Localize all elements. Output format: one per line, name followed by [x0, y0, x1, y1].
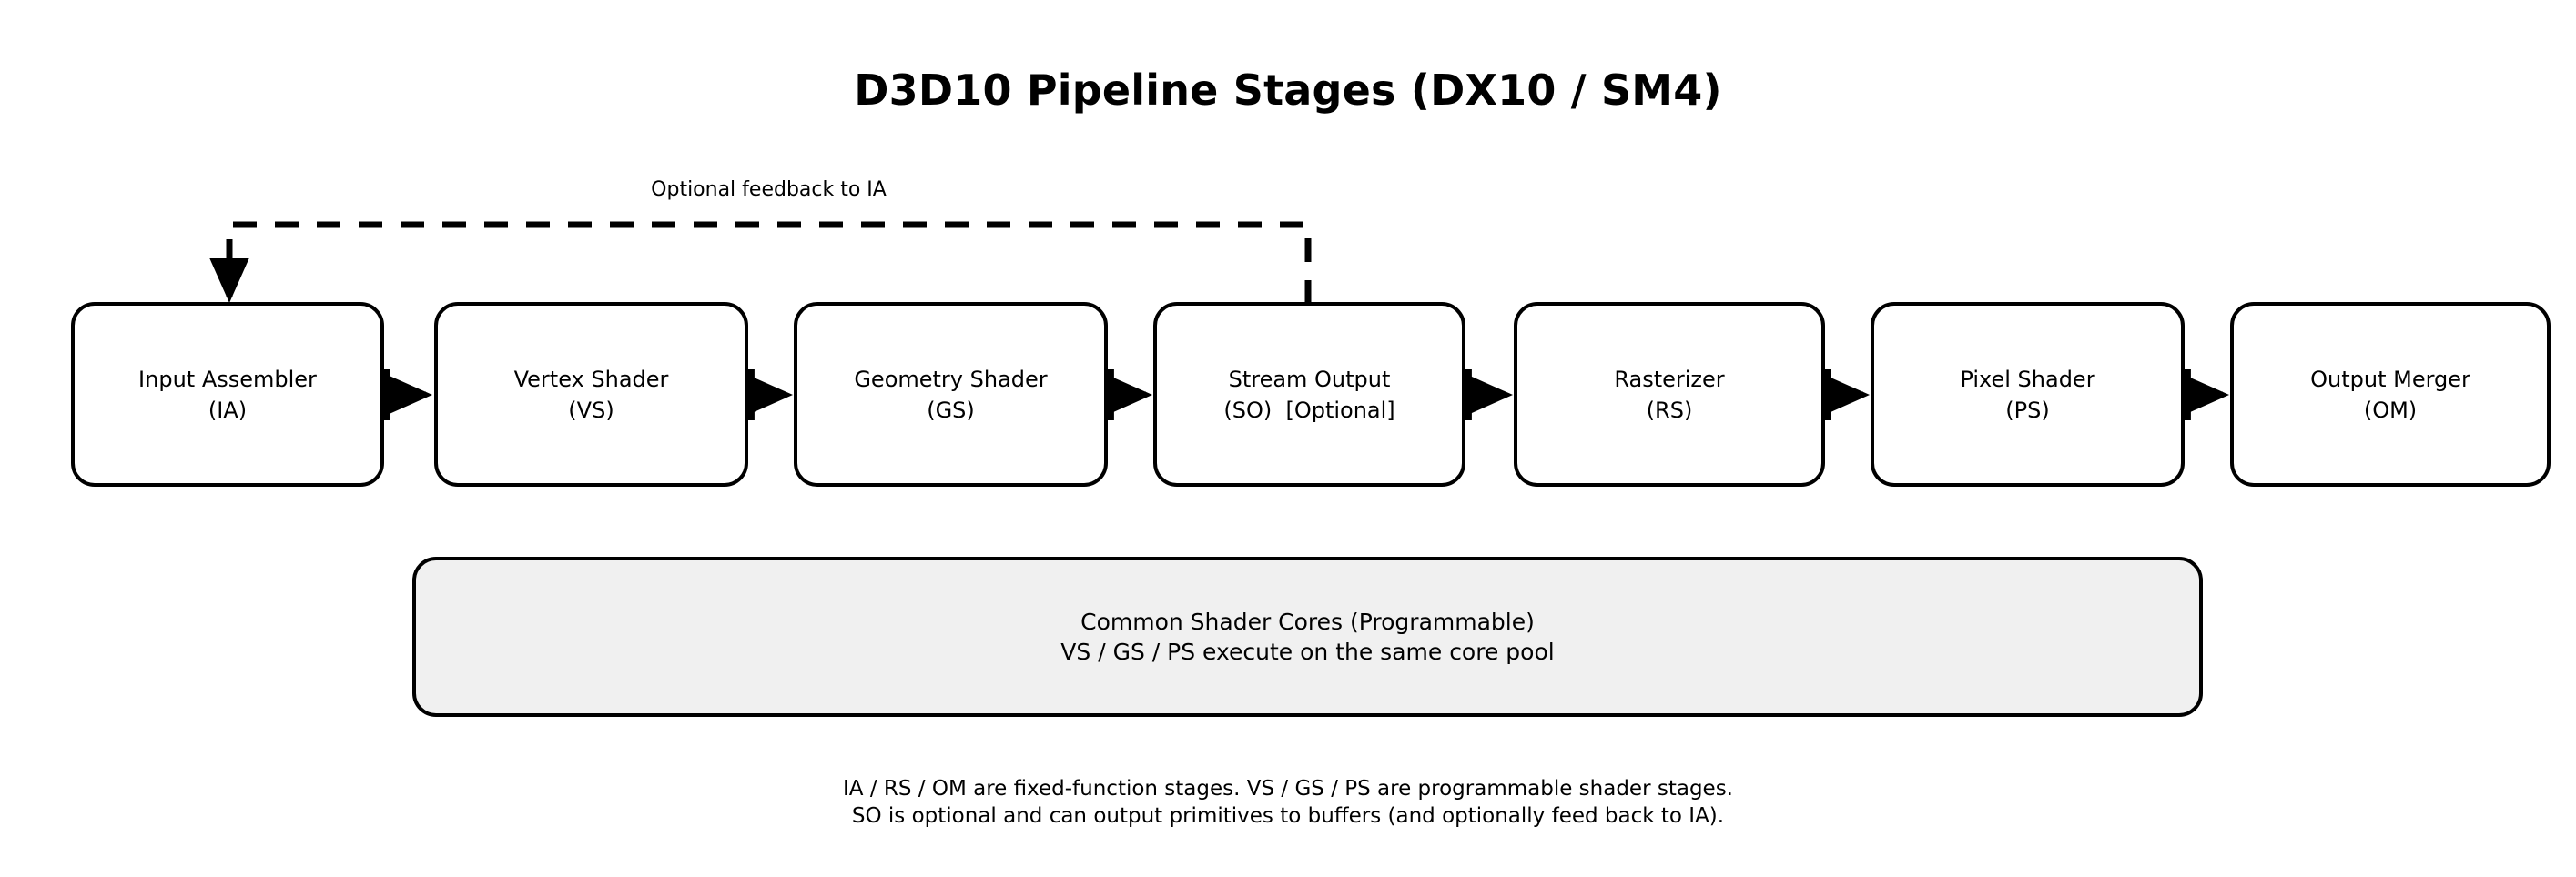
- pool-title: Common Shader Cores (Programmable): [1080, 609, 1535, 635]
- stage-box-output-merger[interactable]: Output Merger (OM): [2230, 302, 2551, 487]
- stage-box-pixel-shader[interactable]: Pixel Shader (PS): [1871, 302, 2185, 487]
- stage-name: Geometry Shader: [854, 366, 1048, 392]
- stage-name: Output Merger: [2310, 366, 2470, 392]
- footer-line-2: SO is optional and can output primitives…: [851, 804, 1725, 828]
- stage-abbrev: (OM): [2363, 397, 2418, 423]
- stage-abbrev: (SO) [Optional]: [1223, 397, 1395, 423]
- stage-box-vertex-shader[interactable]: Vertex Shader (VS): [434, 302, 748, 487]
- pool-subtitle: VS / GS / PS execute on the same core po…: [1060, 639, 1555, 665]
- stage-abbrev: (VS): [568, 397, 614, 423]
- page-title: D3D10 Pipeline Stages (DX10 / SM4): [854, 66, 1722, 115]
- stage-abbrev: (IA): [208, 397, 248, 423]
- stage-abbrev: (PS): [2005, 397, 2050, 423]
- stage-name: Pixel Shader: [1960, 366, 2095, 392]
- stage-name: Input Assembler: [138, 366, 317, 392]
- stage-abbrev: (GS): [927, 397, 975, 423]
- stage-box-geometry-shader[interactable]: Geometry Shader (GS): [794, 302, 1108, 487]
- footer-line-1: IA / RS / OM are fixed-function stages. …: [843, 777, 1733, 801]
- common-shader-cores-box[interactable]: Common Shader Cores (Programmable) VS / …: [412, 557, 2203, 717]
- stage-box-stream-output[interactable]: Stream Output (SO) [Optional]: [1153, 302, 1465, 487]
- stage-box-rasterizer[interactable]: Rasterizer (RS): [1514, 302, 1825, 487]
- footer-notes: IA / RS / OM are fixed-function stages. …: [0, 775, 2576, 830]
- feedback-label: Optional feedback to IA: [651, 178, 887, 201]
- feedback-path-so-to-ia: [209, 221, 1312, 304]
- stage-name: Rasterizer: [1614, 366, 1725, 392]
- stage-name: Vertex Shader: [513, 366, 669, 392]
- stage-name: Stream Output: [1228, 366, 1391, 392]
- stage-abbrev: (RS): [1646, 397, 1693, 423]
- stage-box-input-assembler[interactable]: Input Assembler (IA): [71, 302, 384, 487]
